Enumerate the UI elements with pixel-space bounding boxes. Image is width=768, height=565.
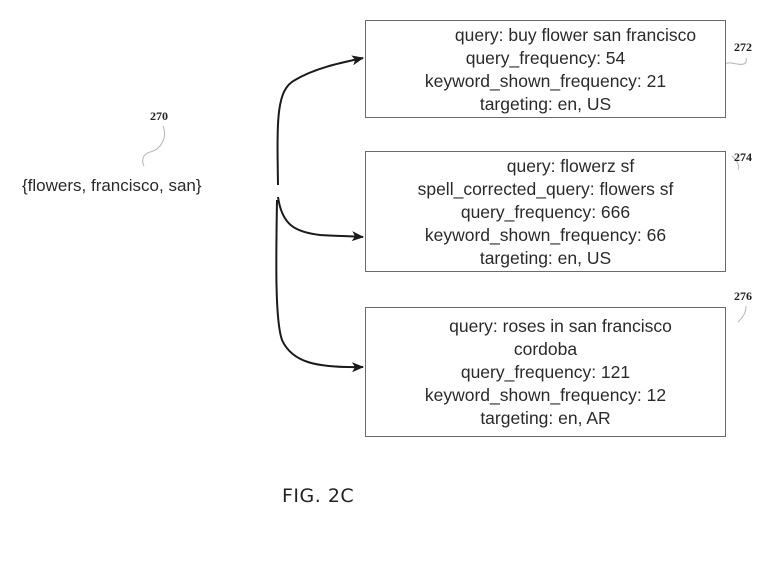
- record-query: query: buy flower san francisco: [454, 25, 697, 45]
- arrow-to-272: [276, 55, 364, 186]
- record-keyword-shown-frequency: keyword_shown_frequency: 66: [424, 225, 667, 245]
- reference-numeral-276: 276: [734, 289, 752, 303]
- reference-numeral-274: 274: [734, 150, 752, 164]
- reference-numeral-272: 272: [734, 40, 752, 54]
- record-query-frequency: query_frequency: 54: [465, 48, 626, 68]
- record-targeting: targeting: en, US: [479, 248, 612, 268]
- query-record-box-272: query: buy flower san francisco query_fr…: [365, 20, 726, 118]
- query-record-box-276: query: roses in san francisco cordoba qu…: [365, 307, 726, 437]
- record-targeting: targeting: en, AR: [480, 408, 611, 428]
- record-spell-corrected-query: spell_corrected_query: flowers sf: [417, 179, 674, 199]
- arrow-to-276: [275, 199, 364, 373]
- arrow-to-274: [277, 196, 364, 242]
- leader-line-270: [142, 125, 165, 167]
- record-keyword-shown-frequency: keyword_shown_frequency: 12: [424, 385, 667, 405]
- leader-line-274: [731, 155, 739, 171]
- record-query-frequency: query_frequency: 666: [460, 202, 631, 222]
- record-query: query: flowerz sf: [506, 156, 635, 176]
- record-targeting: targeting: en, US: [479, 94, 612, 114]
- query-record-box-274: query: flowerz sf spell_corrected_query:…: [365, 151, 726, 272]
- record-query-frequency: query_frequency: 121: [460, 362, 631, 382]
- record-keyword-shown-frequency: keyword_shown_frequency: 21: [424, 71, 667, 91]
- record-query-continuation: cordoba: [513, 339, 578, 359]
- reference-numeral-270: 270: [150, 109, 168, 123]
- record-query: query: roses in san francisco: [449, 316, 672, 336]
- token-set-label: {flowers, francisco, san}: [22, 176, 202, 195]
- leader-line-276: [737, 305, 747, 323]
- figure-caption: FIG. 2C: [282, 485, 355, 507]
